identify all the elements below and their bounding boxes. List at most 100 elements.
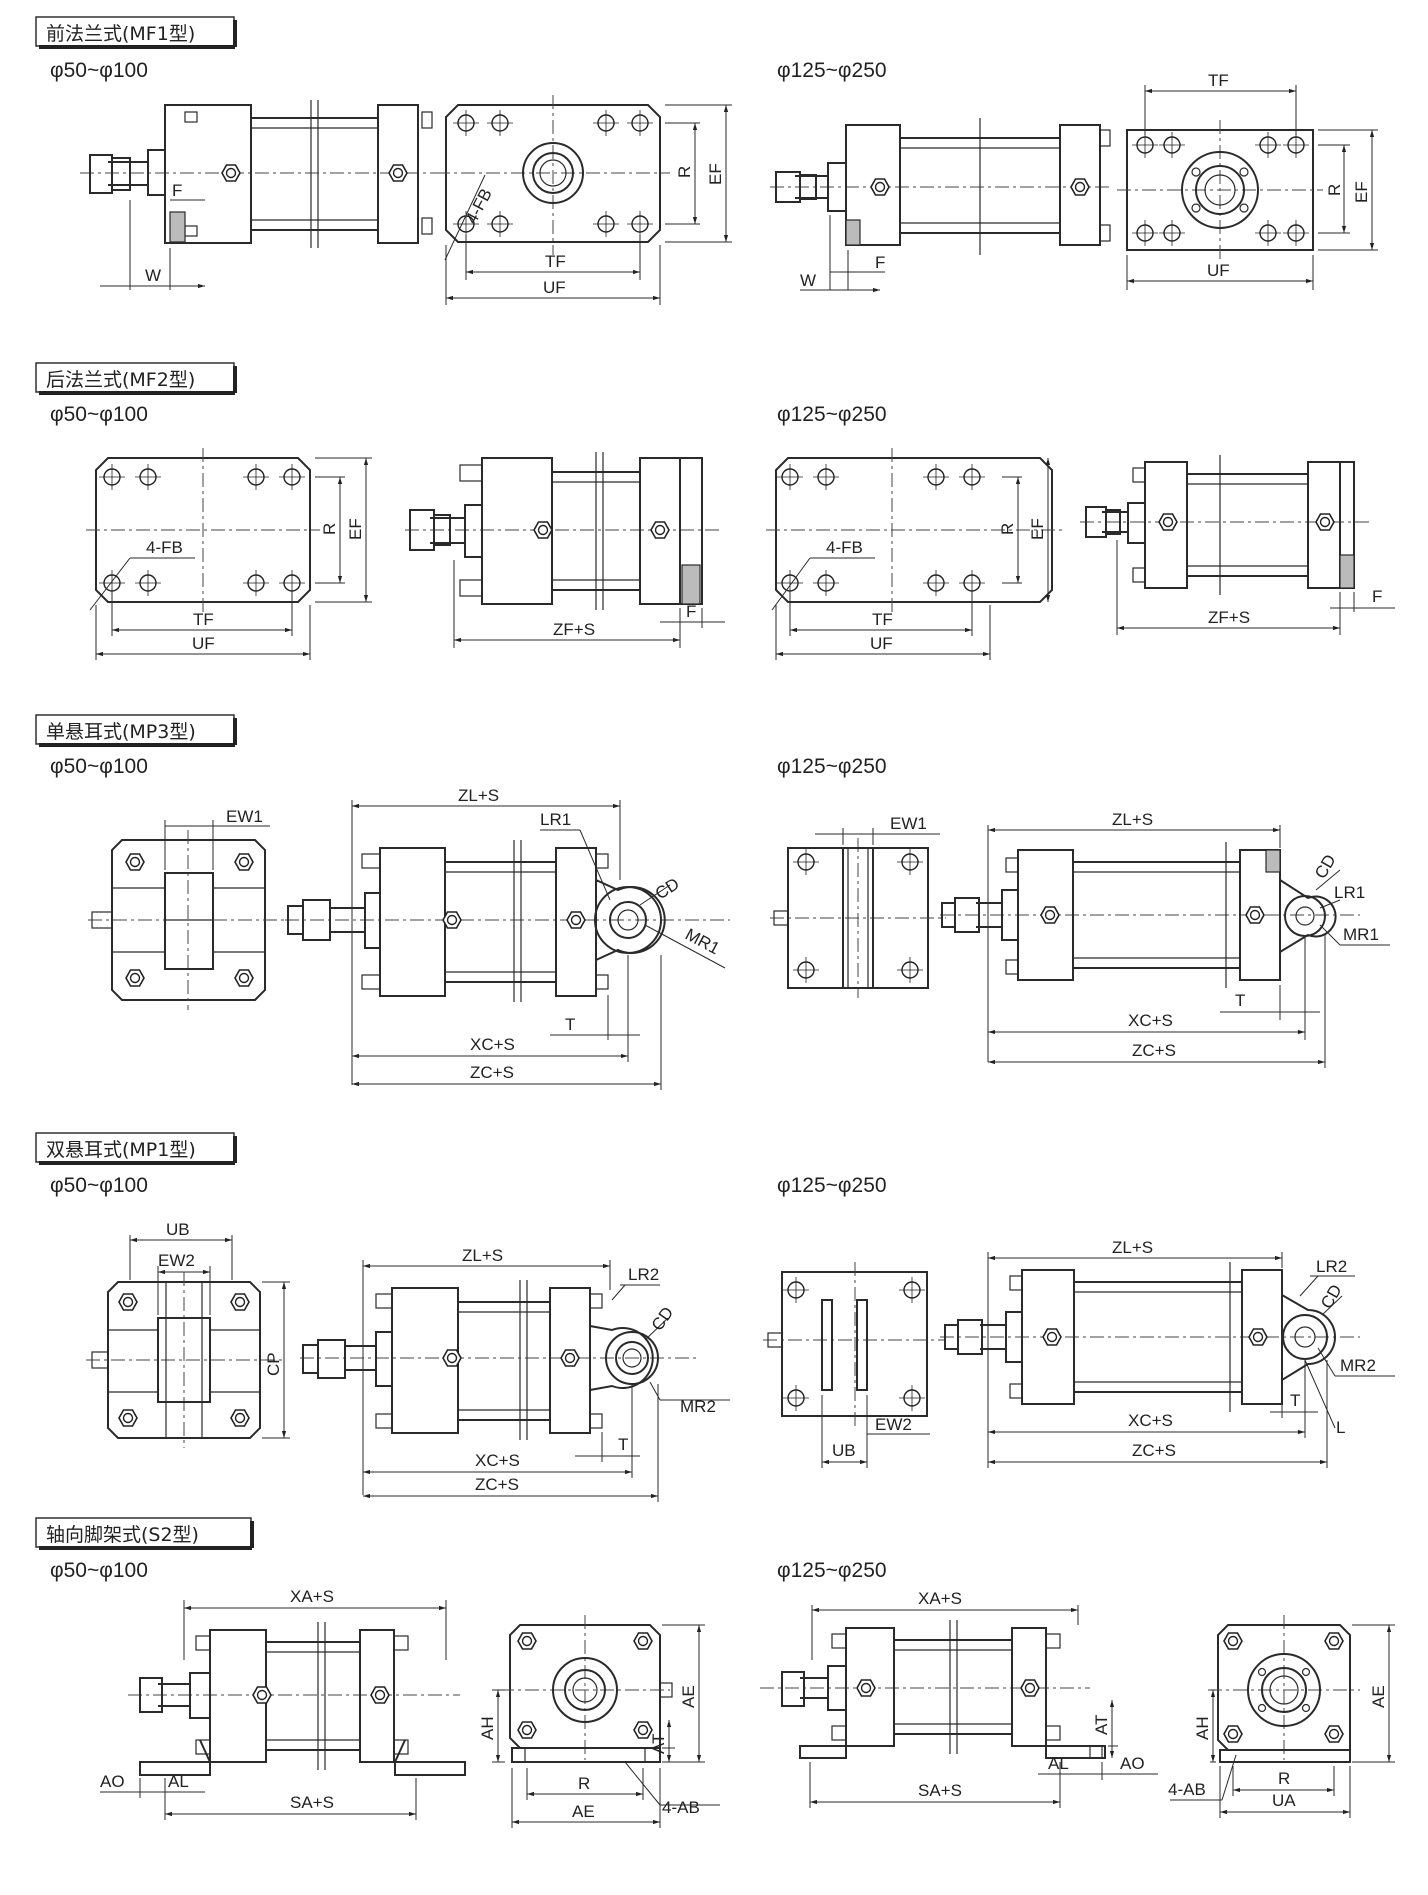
s2-l-ua-label: UA xyxy=(1272,1791,1296,1810)
s2-l-ao-label: AO xyxy=(1120,1754,1145,1773)
mp1-l-lr2-label: LR2 xyxy=(1316,1257,1347,1276)
subtitle-right-mf2: φ125~φ250 xyxy=(777,403,887,426)
mp1-l-ew2-label: EW2 xyxy=(875,1415,912,1434)
section-header-5: 轴向脚架式(S2型) φ50~φ100 φ125~φ250 xyxy=(35,1517,887,1582)
mp3-l-lr1-label: LR1 xyxy=(1334,883,1365,902)
mp3-l-t-label: T xyxy=(1235,991,1245,1010)
mf2-l-tf-label: TF xyxy=(872,610,893,629)
mp1-s-mr2-label: MR2 xyxy=(680,1397,716,1416)
mf2-small-front-view: 4-FB TF UF R EF xyxy=(86,448,372,660)
mp1-large-side-view: ZL+S LR2 CD MR2 T L XC+S ZC+S xyxy=(940,1238,1395,1468)
section-header-2: 后法兰式(MF2型) φ50~φ100 φ125~φ250 xyxy=(35,362,887,426)
mf1-small-front-view: 4-FB TF UF R EF xyxy=(436,95,732,305)
mp1-small-end-view: UB EW2 CP xyxy=(86,1220,290,1448)
s2-l-4ab-label: 4-AB xyxy=(1168,1780,1206,1799)
s2-small-side-view: XA+S SA+S AO AL xyxy=(100,1587,466,1820)
section-title-mp3: 单悬耳式(MP3型) xyxy=(46,721,196,743)
mp3-small-side-view: ZL+S LR1 CD MR1 T XC+S ZC+S xyxy=(285,786,730,1090)
section-header-1: 前法兰式(MF1型) φ50~φ100 φ125~φ250 xyxy=(35,16,887,82)
mp1-s-t-label: T xyxy=(618,1435,628,1454)
mp3-l-mr1-label: MR1 xyxy=(1343,925,1379,944)
subtitle-left-mf1: φ50~φ100 xyxy=(50,59,148,82)
mp3-l-zcs-label: ZC+S xyxy=(1132,1041,1176,1060)
s2-s-r-label: R xyxy=(578,1774,590,1793)
s2-l-ah-label: AH xyxy=(1193,1716,1212,1740)
mp3-large-end-view: EW1 xyxy=(770,814,946,998)
mf1-large-side-view: F W xyxy=(770,118,1111,293)
mp3-s-t-label: T xyxy=(565,1015,575,1034)
mp3-l-xcs-label: XC+S xyxy=(1128,1011,1173,1030)
s2-s-ah-label: AH xyxy=(478,1716,497,1740)
s2-large-end-view: AH AE R UA 4-AB xyxy=(1168,1615,1395,1818)
mp1-l-xcs-label: XC+S xyxy=(1128,1411,1173,1430)
mf2-l-zfs-label: ZF+S xyxy=(1208,608,1250,627)
s2-l-at-label: AT xyxy=(1092,1715,1111,1735)
section-title-mf2: 后法兰式(MF2型) xyxy=(46,369,195,391)
s2-small-end-view: AH AT AE R AE 4-AB xyxy=(478,1615,720,1828)
s2-s-ao-label: AO xyxy=(100,1772,125,1791)
mp1-l-zcs-label: ZC+S xyxy=(1132,1441,1176,1460)
mp3-s-ew1-label: EW1 xyxy=(226,807,263,826)
mp3-s-lr1-label: LR1 xyxy=(540,810,571,829)
mp3-s-zls-label: ZL+S xyxy=(458,786,499,805)
mp1-large-end-view: EW2 UB xyxy=(763,1262,946,1468)
mp3-s-xcs-label: XC+S xyxy=(470,1035,515,1054)
mf1-s-uf-label: UF xyxy=(543,278,566,297)
mp1-l-l-label: L xyxy=(1336,1418,1345,1437)
mf2-l-f-label: F xyxy=(1372,587,1382,606)
mp1-s-lr2-label: LR2 xyxy=(628,1265,659,1284)
mp3-s-mr1-label: MR1 xyxy=(682,925,723,959)
mf1-l-f-label: F xyxy=(875,253,885,272)
subtitle-right-mp1: φ125~φ250 xyxy=(777,1174,887,1197)
mf2-l-r-label: R xyxy=(998,523,1017,535)
mp1-l-zls-label: ZL+S xyxy=(1112,1238,1153,1257)
mf2-s-f-label: F xyxy=(686,602,696,621)
subtitle-left-s2: φ50~φ100 xyxy=(50,1559,148,1582)
mp3-l-ew1-label: EW1 xyxy=(890,814,927,833)
subtitle-left-mp3: φ50~φ100 xyxy=(50,755,148,778)
mp1-s-cd-label: CD xyxy=(648,1303,678,1334)
mp1-l-cd-label: CD xyxy=(1317,1281,1346,1312)
s2-s-ae-label: AE xyxy=(679,1685,698,1708)
mf1-l-w-label: W xyxy=(800,271,816,290)
mp3-small-end-view: EW1 xyxy=(88,807,290,1010)
mf2-s-tf-label: TF xyxy=(193,610,214,629)
mp1-s-zls-label: ZL+S xyxy=(462,1246,503,1265)
mf2-s-4fb-label: 4-FB xyxy=(146,538,183,557)
mf2-s-ef-label: EF xyxy=(346,518,365,540)
subtitle-right-mf1: φ125~φ250 xyxy=(777,59,887,82)
mp1-s-zcs-label: ZC+S xyxy=(475,1475,519,1494)
mf1-small-side-view: F W xyxy=(80,100,440,290)
mf1-large-front-view: TF UF R EF xyxy=(1117,71,1378,290)
s2-l-al-label: AL xyxy=(1048,1754,1069,1773)
mp1-s-ub-label: UB xyxy=(166,1220,190,1239)
section-title-mf1: 前法兰式(MF1型) xyxy=(46,23,195,45)
mp3-large-side-view: ZL+S CD LR1 MR1 T XC+S ZC+S xyxy=(940,810,1390,1068)
s2-l-ae-label: AE xyxy=(1369,1685,1388,1708)
mf1-l-tf-label: TF xyxy=(1208,71,1229,90)
section-title-mp1: 双悬耳式(MP1型) xyxy=(46,1139,196,1161)
mf2-small-side-view: ZF+S F xyxy=(405,452,725,648)
mf1-s-r-label: R xyxy=(675,166,694,178)
mp1-small-side-view: ZL+S LR2 CD MR2 T XC+S ZC+S xyxy=(300,1246,730,1502)
mp3-l-zls-label: ZL+S xyxy=(1112,810,1153,829)
mf2-s-uf-label: UF xyxy=(192,634,215,653)
mf1-l-r-label: R xyxy=(1325,184,1344,196)
mp1-s-ew2-label: EW2 xyxy=(158,1251,195,1270)
s2-s-4ab-label: 4-AB xyxy=(662,1798,700,1817)
mf2-large-side-view: ZF+S F xyxy=(1080,455,1395,635)
mf1-s-ef-label: EF xyxy=(706,163,725,185)
mf1-s-f-label: F xyxy=(172,181,182,200)
section-title-s2: 轴向脚架式(S2型) xyxy=(46,1524,199,1546)
s2-large-side-view: XA+S SA+S AL AO AT xyxy=(760,1589,1158,1808)
section-header-3: 单悬耳式(MP3型) φ50~φ100 φ125~φ250 xyxy=(35,714,887,778)
s2-l-r-label: R xyxy=(1278,1769,1290,1788)
mf2-l-ef-label: EF xyxy=(1028,518,1047,540)
subtitle-left-mf2: φ50~φ100 xyxy=(50,403,148,426)
mf2-large-front-view: 4-FB TF UF R EF xyxy=(766,448,1062,660)
s2-s-ae2-label: AE xyxy=(572,1802,595,1821)
mf1-l-ef-label: EF xyxy=(1352,181,1371,203)
mp1-l-mr2-label: MR2 xyxy=(1340,1356,1376,1375)
mp1-l-ub-label: UB xyxy=(832,1441,856,1460)
